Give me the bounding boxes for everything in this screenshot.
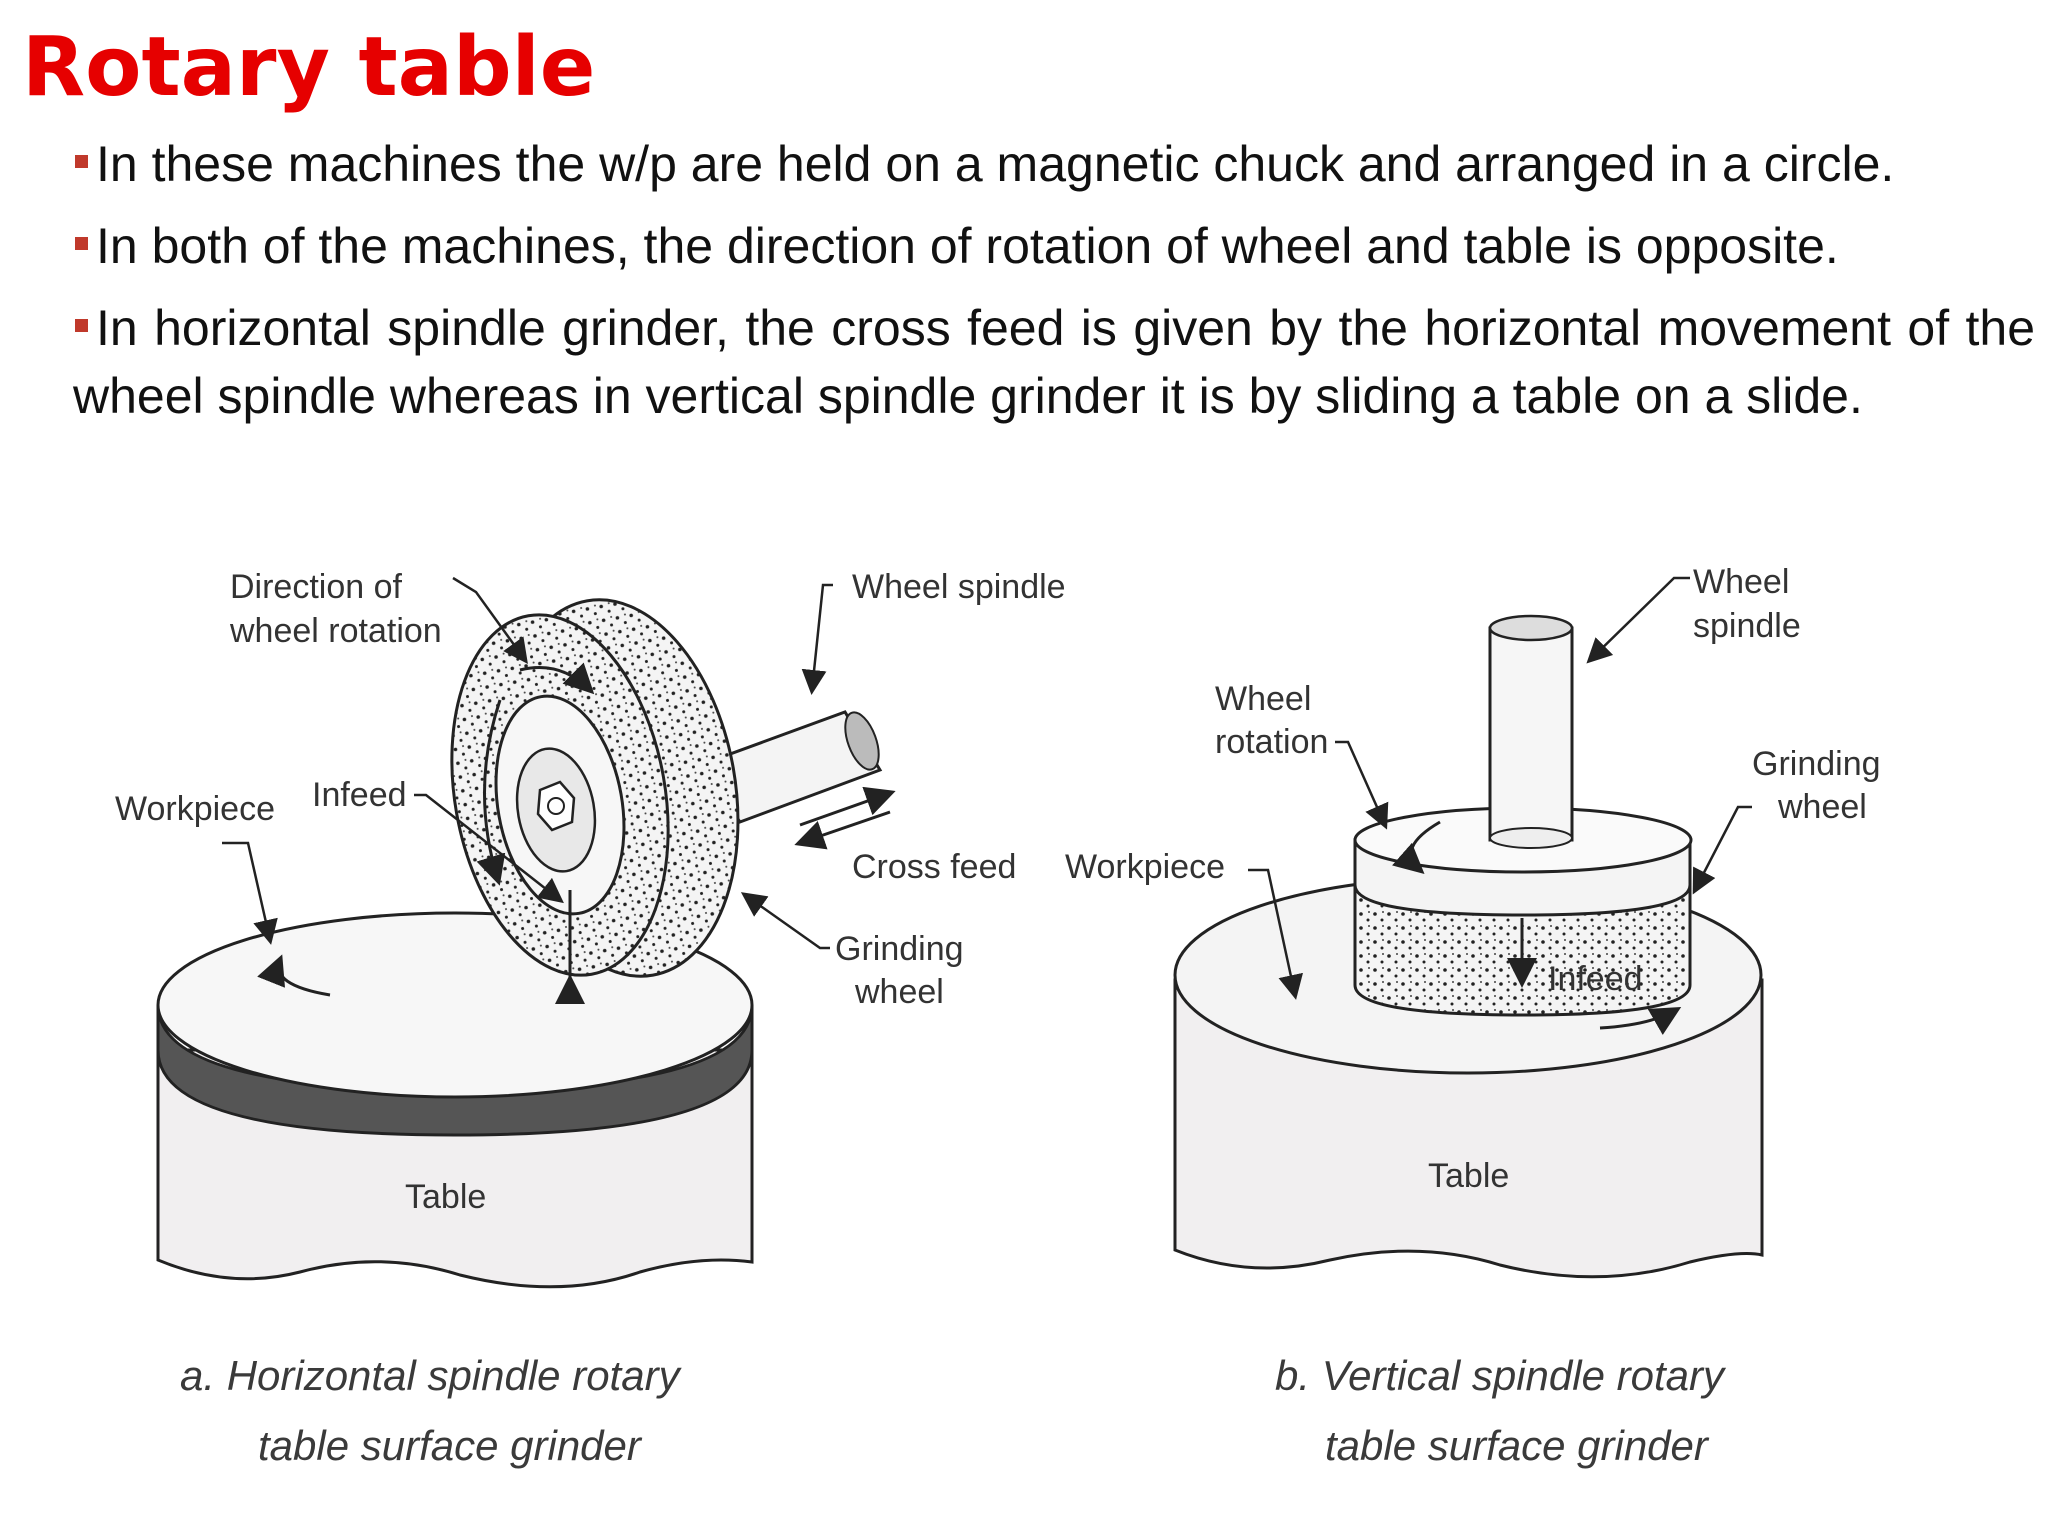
label-b-wheel-rotation-line1: Wheel — [1215, 680, 1311, 718]
wheel-rotation-arrow — [1392, 820, 1441, 874]
label-direction-line2: wheel rotation — [229, 612, 442, 650]
label-table: Table — [405, 1178, 486, 1216]
bullet-item: In horizontal spindle grinder, the cross… — [73, 294, 2035, 430]
label-b-grinding-line1: Grinding — [1752, 745, 1881, 783]
vertical-grinder-drawing — [1173, 576, 1764, 1279]
caption-a-line2: table surface grinder — [258, 1422, 643, 1469]
label-infeed: Infeed — [312, 776, 407, 814]
square-bullet-icon — [75, 155, 88, 169]
caption-a-line1: a. Horizontal spindle rotary — [180, 1352, 683, 1399]
label-b-grinding-line2: wheel — [1777, 788, 1867, 826]
bullet-text: In horizontal spindle grinder, the cross… — [73, 300, 2035, 424]
label-direction-line1: Direction of — [230, 568, 403, 606]
label-b-workpiece: Workpiece — [1065, 848, 1225, 886]
figure-b-labels: Wheel spindle Wheel rotation Grinding wh… — [1065, 563, 1881, 1195]
caption-b-line2: table surface grinder — [1325, 1422, 1710, 1469]
table-rotation-arrow — [257, 954, 331, 997]
label-grinding-line2: wheel — [854, 973, 944, 1011]
label-grinding-line1: Grinding — [835, 930, 964, 968]
slide-title: Rotary table — [22, 20, 596, 115]
hex-nut-icon — [536, 780, 576, 832]
label-wheel-spindle: Wheel spindle — [852, 568, 1066, 606]
label-b-infeed: Infeed — [1548, 960, 1643, 998]
label-b-wheel-spindle-line1: Wheel — [1693, 563, 1789, 601]
horizontal-grinder-drawing — [156, 576, 896, 1289]
bullet-text: In these machines the w/p are held on a … — [96, 136, 1895, 192]
bullet-item: In both of the machines, the direction o… — [73, 212, 2035, 280]
label-b-wheel-rotation-line2: rotation — [1215, 723, 1328, 761]
bullet-list: In these machines the w/p are held on a … — [73, 130, 2035, 444]
figure-a-labels: Direction of wheel rotation Wheel spindl… — [115, 568, 1066, 1216]
bullet-text: In both of the machines, the direction o… — [96, 218, 1839, 274]
label-cross-feed: Cross feed — [852, 848, 1016, 886]
label-workpiece: Workpiece — [115, 790, 275, 828]
wheel-spindle-b — [1488, 626, 1574, 842]
bullet-item: In these machines the w/p are held on a … — [73, 130, 2035, 198]
label-b-wheel-spindle-line2: spindle — [1693, 607, 1801, 645]
label-b-table: Table — [1428, 1157, 1509, 1195]
square-bullet-icon — [75, 319, 88, 333]
caption-b-line1: b. Vertical spindle rotary — [1275, 1352, 1727, 1399]
square-bullet-icon — [75, 237, 88, 251]
